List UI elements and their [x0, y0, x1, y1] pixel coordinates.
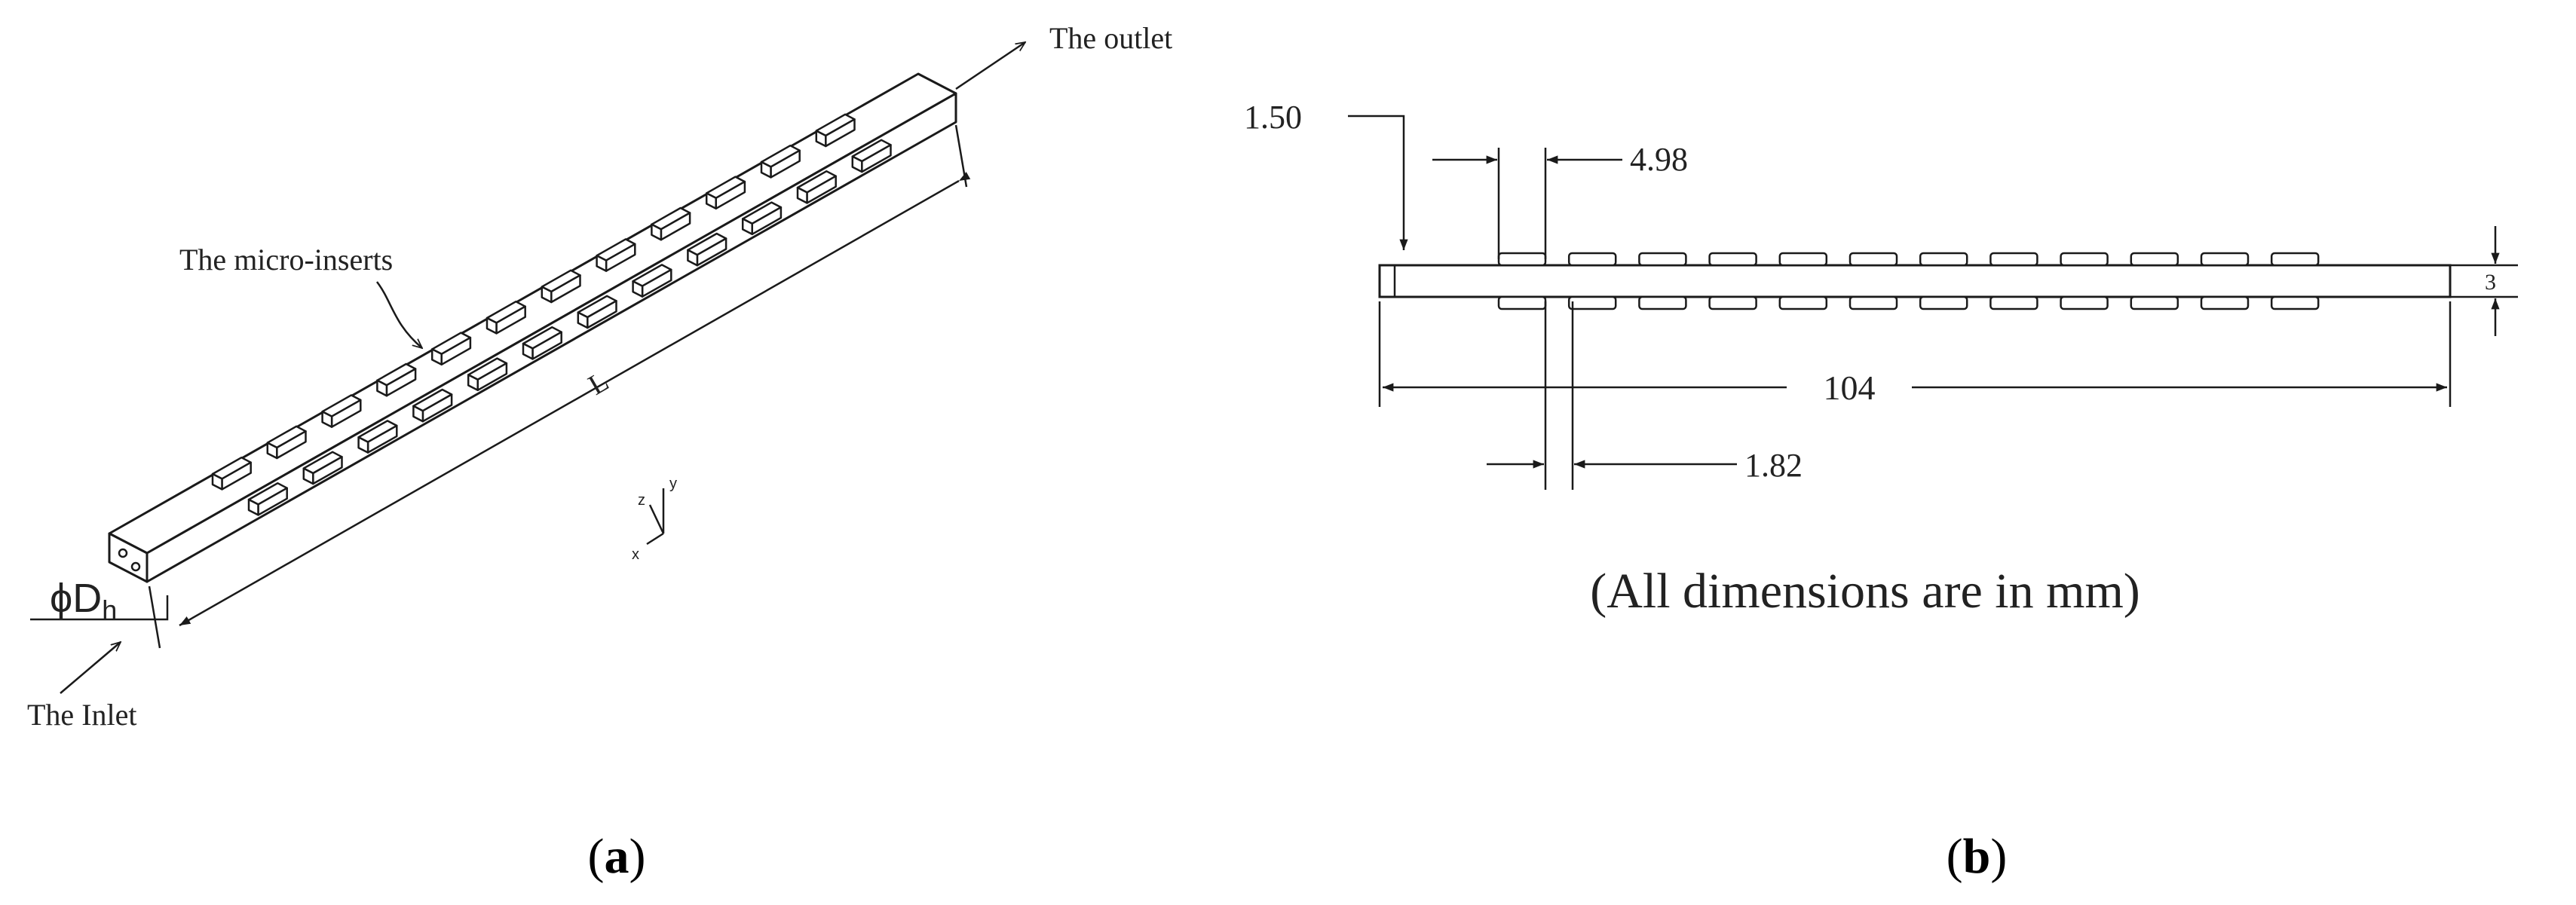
- length-extension-line: [954, 124, 968, 188]
- axis-x-line: [646, 532, 664, 546]
- insert-bottom: [1849, 295, 1898, 310]
- height-label: 3: [2485, 270, 2496, 295]
- offset-dimension-label: 1.50: [1244, 99, 1302, 136]
- inlet-hole: [118, 548, 128, 558]
- total-length-label: 104: [1824, 368, 1876, 407]
- inlet-hole: [130, 561, 141, 572]
- insert-bottom: [2270, 295, 2320, 310]
- insert-bottom: [1567, 295, 1617, 310]
- axis-y-label: y: [669, 475, 677, 492]
- insert-top: [1497, 252, 1547, 267]
- channel-block: [108, 72, 957, 583]
- inlet-label: The Inlet: [27, 698, 137, 732]
- insert-top: [2270, 252, 2320, 267]
- axes-triad: [646, 488, 665, 546]
- micro-insert: [815, 113, 856, 148]
- insert-bottom: [1638, 295, 1687, 310]
- insert-length-label: 4.98: [1630, 141, 1688, 178]
- insert-top: [1919, 252, 1968, 267]
- insert-top: [1989, 252, 2038, 267]
- insert-bottom: [2200, 295, 2250, 310]
- insert-bottom: [1989, 295, 2038, 310]
- total-length-dimension: [1378, 301, 2452, 407]
- diameter-subscript: h: [102, 595, 117, 625]
- axis-z-line: [648, 504, 665, 534]
- insert-bottom: [2130, 295, 2179, 310]
- diameter-label: ϕDh: [50, 576, 117, 625]
- insert-top: [1708, 252, 1757, 267]
- micro-insert: [851, 139, 892, 173]
- insert-top: [2060, 252, 2109, 267]
- inlet-arrow: [60, 642, 121, 694]
- insert-top: [2130, 252, 2179, 267]
- micro-inserts-leader: [376, 281, 422, 348]
- panel-b-side-view: 1.50 4.98 3 104: [1244, 99, 2518, 884]
- insert-top: [1849, 252, 1898, 267]
- micro-inserts-label: The micro-inserts: [179, 243, 393, 277]
- gap-label: 1.82: [1744, 447, 1803, 484]
- diameter-annotation: [30, 595, 169, 621]
- channel-side-body: [1378, 264, 2452, 298]
- panel-a-caption: (a): [588, 829, 646, 884]
- outlet-label: The outlet: [1049, 21, 1172, 55]
- panel-a-isometric-view: L ϕDh The Inlet The outlet The micro-ins…: [27, 21, 1172, 884]
- diameter-symbol: ϕD: [50, 576, 102, 621]
- insert-length-dimension: [1432, 148, 1622, 259]
- units-note: (All dimensions are in mm): [1590, 564, 2140, 619]
- insert-top: [1638, 252, 1687, 267]
- gap-dimension: [1487, 301, 1737, 490]
- insert-bottom: [1497, 295, 1547, 310]
- insert-top: [1778, 252, 1828, 267]
- insert-bottom: [1708, 295, 1757, 310]
- outlet-arrow: [955, 42, 1025, 90]
- insert-top: [2200, 252, 2250, 267]
- length-extension-line: [148, 585, 161, 649]
- length-dimension-line: [179, 171, 971, 627]
- axis-x-label: x: [632, 546, 639, 563]
- insert-bottom: [1778, 295, 1828, 310]
- insert-bottom: [1919, 295, 1968, 310]
- panel-b-caption: (b): [1947, 829, 2008, 884]
- axis-z-label: z: [638, 492, 645, 509]
- insert-top: [1567, 252, 1617, 267]
- offset-dimension: [1348, 115, 1408, 250]
- length-label: L: [584, 365, 614, 402]
- insert-bottom: [2060, 295, 2109, 310]
- micro-insert-face: [815, 130, 827, 148]
- length-dimension: [148, 124, 971, 649]
- height-dimension: [2450, 226, 2518, 336]
